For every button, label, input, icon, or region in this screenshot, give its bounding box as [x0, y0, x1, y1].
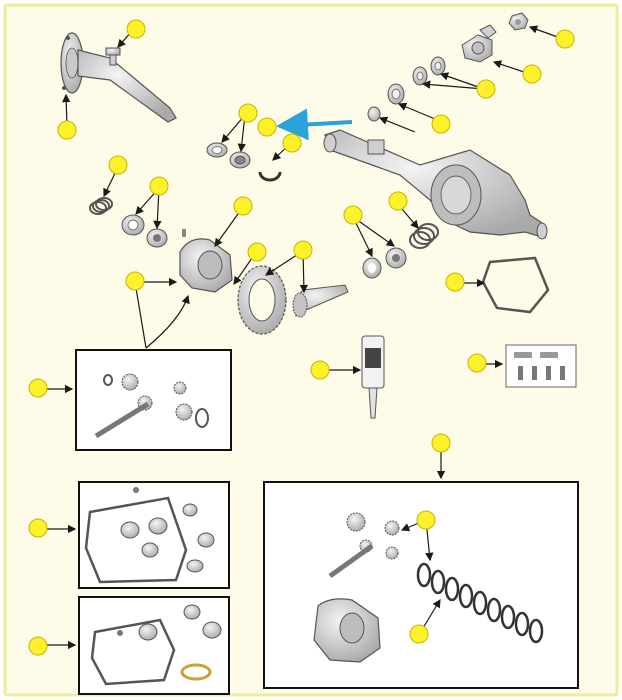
callout-axle-shaft[interactable]: [57, 120, 77, 140]
callout-limited-slip-case[interactable]: [409, 624, 429, 644]
callout-crush-sleeve[interactable]: [343, 205, 363, 225]
callout-pinion-yoke[interactable]: [522, 64, 542, 84]
callout-bolt[interactable]: [126, 19, 146, 39]
axle-shaft: [60, 32, 177, 123]
pinion-yoke-assembly: [461, 24, 497, 63]
carrier-bearings: [121, 214, 168, 248]
callout-carrier-bearings[interactable]: [149, 176, 169, 196]
callout-axle-seal[interactable]: [257, 117, 277, 137]
shim-stack: [89, 197, 113, 215]
callout-pinion-bearings[interactable]: [476, 79, 496, 99]
pinion-bearings-lower: [362, 247, 407, 279]
callout-cross-pin-bolt[interactable]: [293, 240, 313, 260]
bolt-kit: [505, 344, 577, 388]
crush-sleeve-coils: [409, 223, 439, 249]
overhaul-kit-parts: [84, 487, 215, 584]
clutch-discs: [416, 562, 544, 644]
differential-case: [179, 229, 233, 293]
callout-carrier-shims[interactable]: [233, 196, 253, 216]
clutch-disc: [486, 597, 502, 623]
callout-pinion-yoke-nut[interactable]: [555, 29, 575, 49]
spider-gears: [94, 373, 209, 439]
callout-limited-slip-kit[interactable]: [467, 353, 487, 373]
clutch-disc: [458, 583, 474, 609]
rtv-tube: [361, 335, 385, 419]
pinion-bearing-parts: [367, 56, 446, 122]
callout-limited-slip-internals[interactable]: [416, 510, 436, 530]
clutch-disc: [528, 618, 544, 644]
bearing-kit-parts: [90, 604, 222, 686]
clutch-disc: [430, 569, 446, 595]
clutch-disc: [416, 562, 432, 588]
clutch-disc: [444, 576, 460, 602]
callout-master-overhaul-kit[interactable]: [28, 518, 48, 538]
ring-gear: [237, 265, 287, 335]
axle-housing: [323, 129, 548, 240]
callout-pinion-seal[interactable]: [431, 114, 451, 134]
clutch-disc: [472, 590, 488, 616]
callout-axle-bearing[interactable]: [238, 103, 258, 123]
callout-c-clip[interactable]: [282, 133, 302, 153]
pinion-nut: [508, 12, 529, 31]
callout-bolt-kit[interactable]: [310, 360, 330, 380]
callout-limited-slip-clutches[interactable]: [431, 433, 451, 453]
callout-bearing-kit[interactable]: [28, 636, 48, 656]
callout-ring-pinion-set[interactable]: [125, 271, 145, 291]
callout-shims[interactable]: [108, 155, 128, 175]
callout-spider-gear-kit[interactable]: [445, 272, 465, 292]
wheel-bolt: [105, 47, 121, 66]
axle-bearing-seal-clip: [206, 142, 282, 182]
callout-cover-gasket[interactable]: [388, 191, 408, 211]
callout-rtv-sealant[interactable]: [28, 378, 48, 398]
clutch-disc: [500, 604, 516, 630]
highlight-arrow: [276, 108, 353, 141]
callout-markers: [28, 19, 575, 656]
clutch-disc: [514, 611, 530, 637]
limited-slip-parts: [313, 512, 400, 663]
callout-differential-case[interactable]: [247, 242, 267, 262]
